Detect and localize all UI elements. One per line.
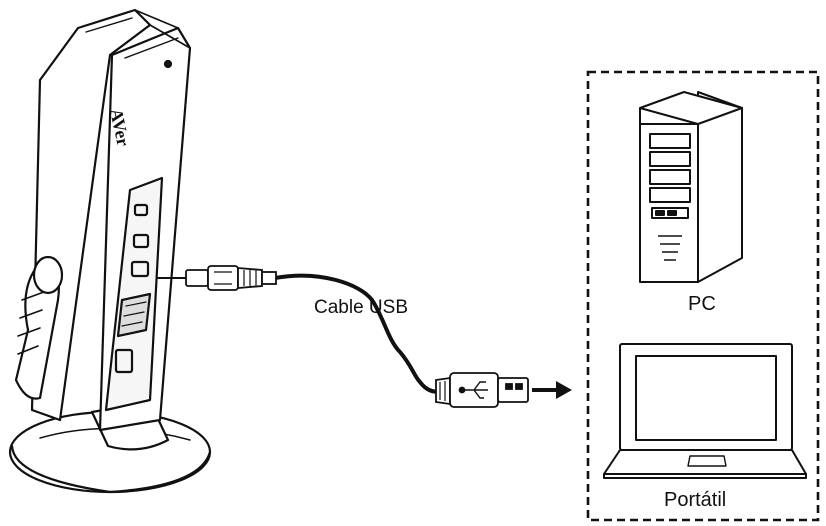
arrow-right-icon <box>532 381 572 399</box>
cable-label: Cable USB <box>314 297 408 318</box>
usb-a-plug-icon <box>435 372 529 408</box>
computer-group-box <box>586 70 820 522</box>
laptop-icon <box>603 343 807 479</box>
desktop-tower-icon <box>639 91 743 283</box>
usb-cable <box>157 273 442 394</box>
pc-label: PC <box>688 293 716 315</box>
laptop-label: Portátil <box>664 489 726 511</box>
document-camera-icon <box>8 8 212 494</box>
usb-plug-icon <box>185 265 277 291</box>
